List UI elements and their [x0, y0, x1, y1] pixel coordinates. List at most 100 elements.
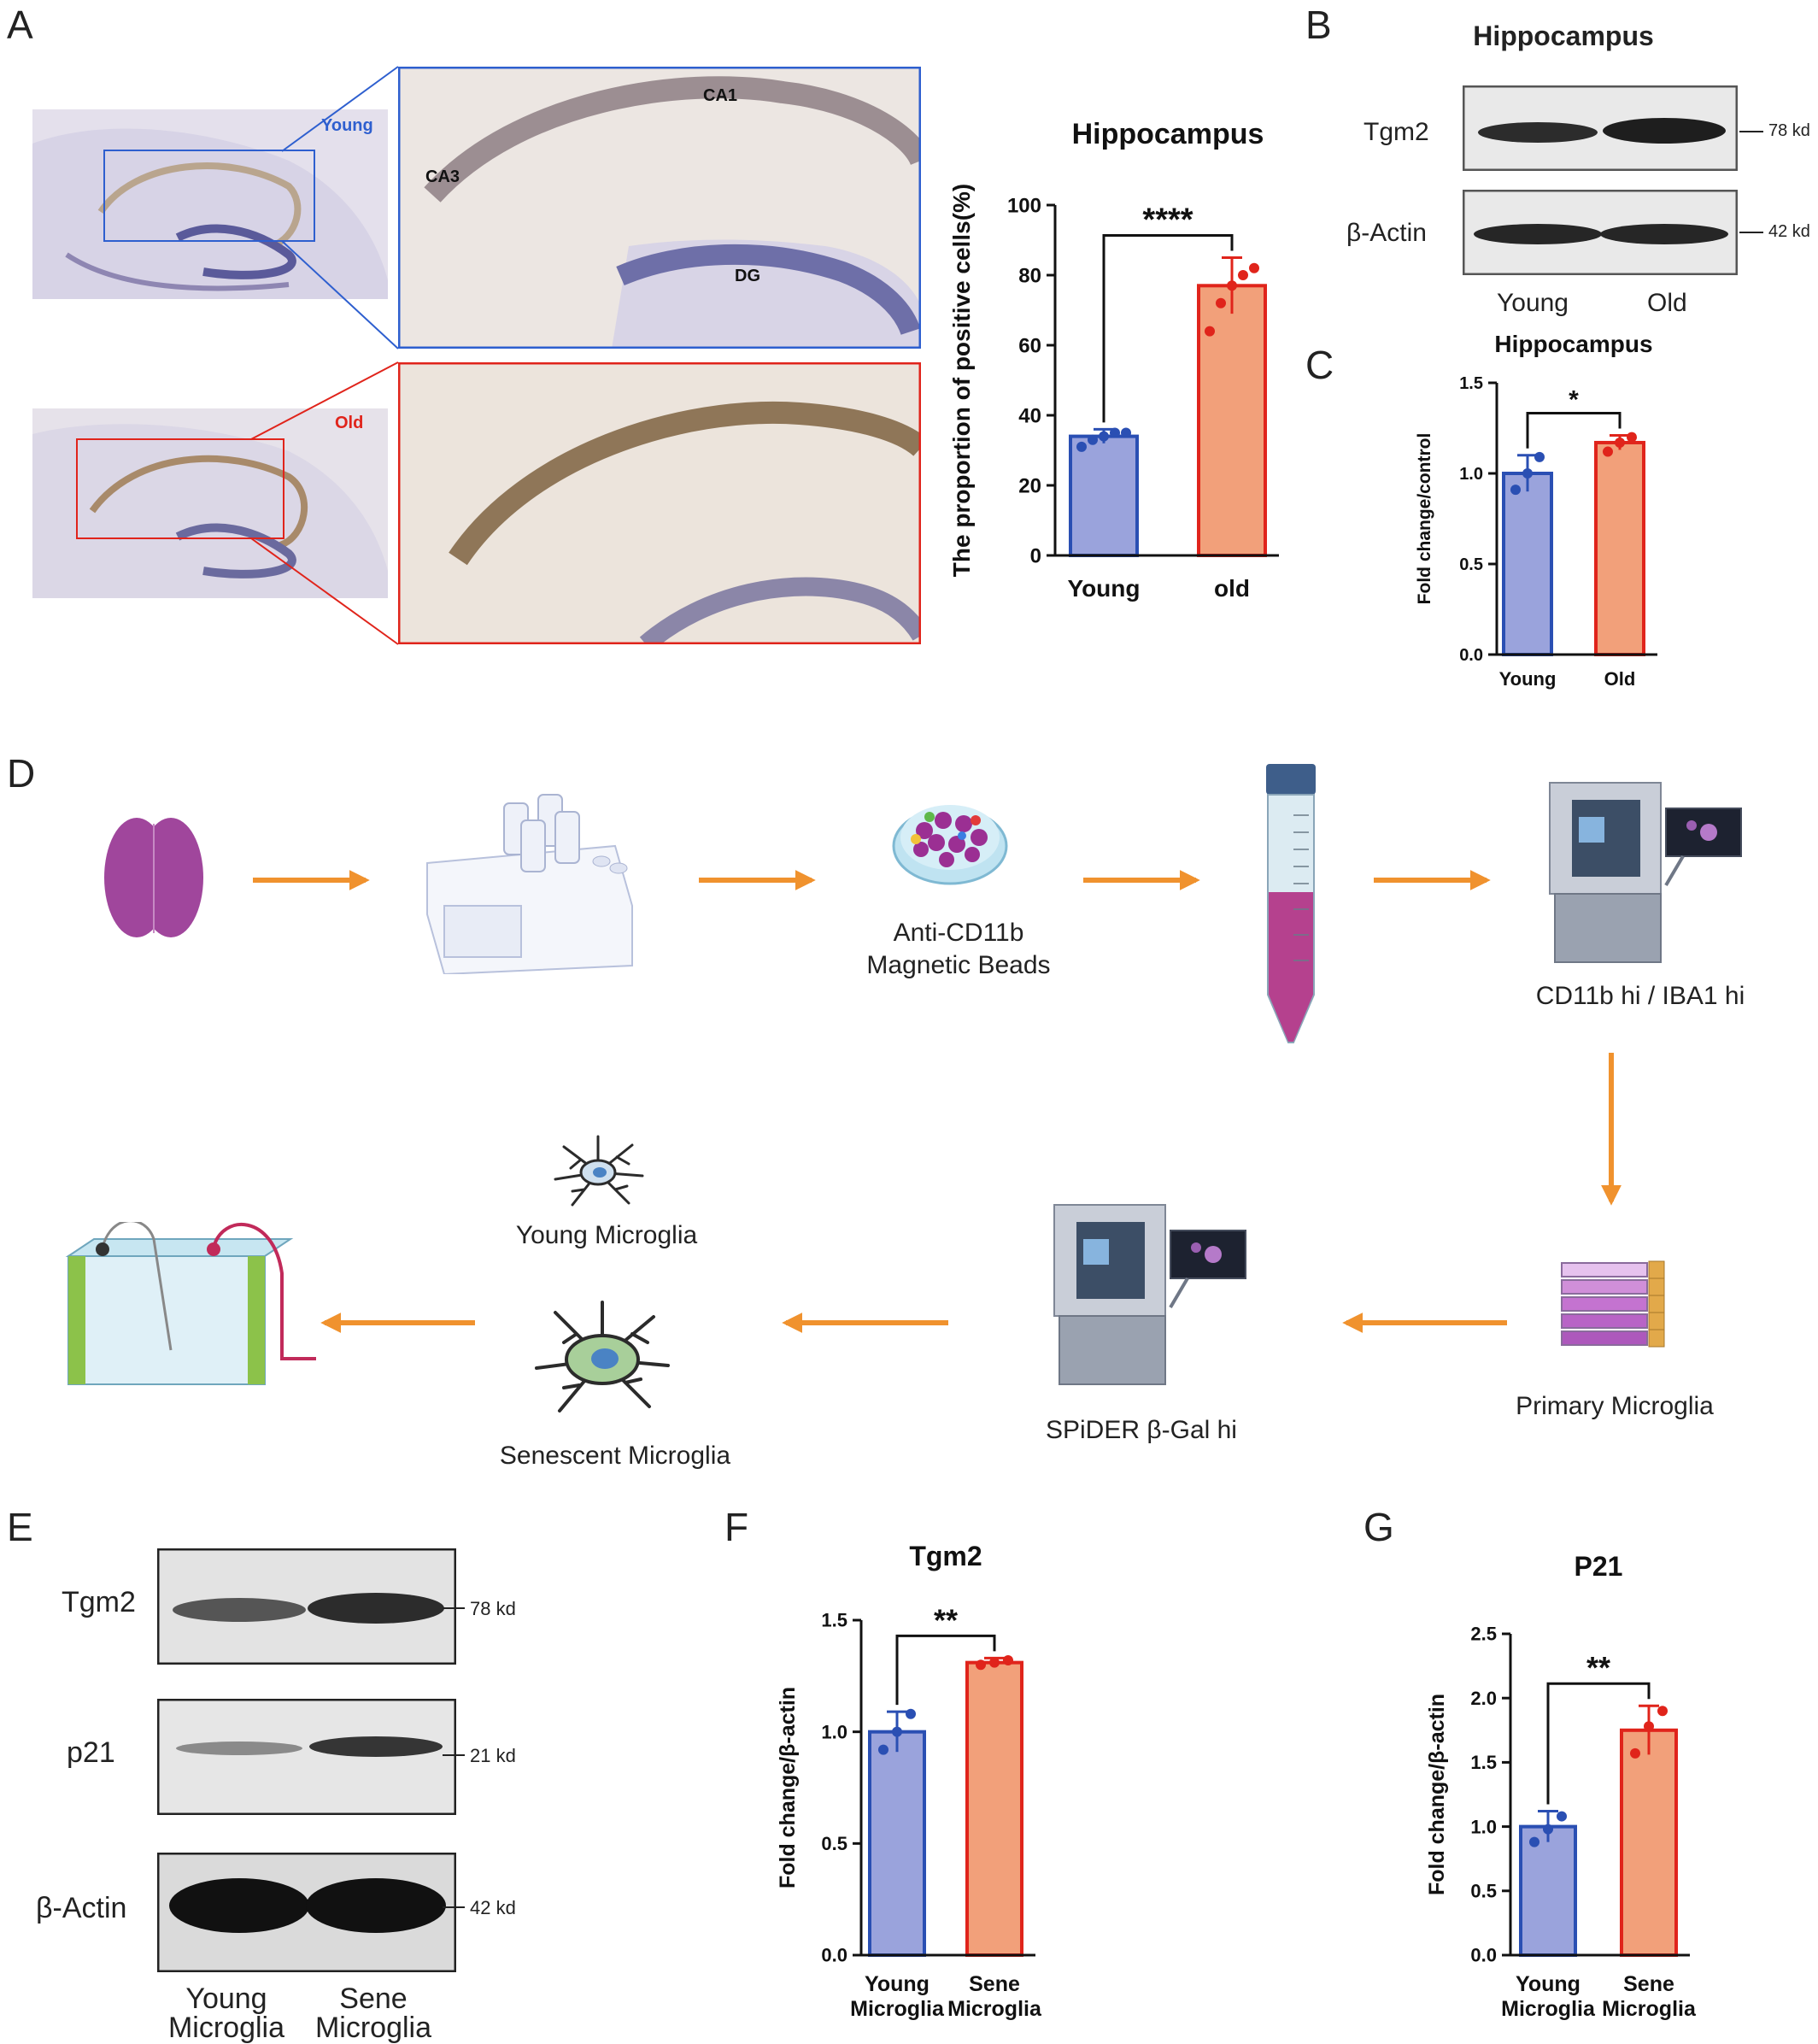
chart-c-bar — [1594, 440, 1645, 656]
chart-c-point — [1534, 451, 1545, 462]
chart-a-point — [1205, 326, 1215, 337]
cell-sorter-icon-2 — [1042, 1196, 1256, 1393]
panel-letter-e: E — [7, 1505, 33, 1549]
chart-c-y-tick-label: 1.5 — [1459, 374, 1483, 393]
beads-caption-1: Anti-CD11b — [893, 919, 1024, 947]
chart-f-point — [892, 1726, 902, 1737]
dg-label: DG — [735, 267, 760, 285]
ca1-label: CA1 — [703, 86, 738, 105]
chart-a-y-tick-label: 100 — [1007, 194, 1041, 217]
chart-g-point — [1543, 1824, 1553, 1835]
chart-a-y-tick-label: 20 — [1018, 474, 1041, 497]
chart-g-y-tick-label: 0.0 — [1470, 1945, 1497, 1966]
blot-e-tgm2 — [157, 1548, 456, 1665]
chart-a-point — [1088, 434, 1098, 445]
cell-sorter-icon-1 — [1538, 774, 1751, 971]
centrifuge-tube-icon — [1259, 764, 1322, 1046]
chart-g-y-label: Fold change/β-actin — [1425, 1694, 1449, 1895]
chart-f-significance: ** — [934, 1602, 958, 1637]
sorter2-caption: SPiDER β-Gal hi — [1046, 1416, 1237, 1444]
chart-f-point — [989, 1657, 1000, 1668]
chart-a-point — [1249, 262, 1259, 273]
young-overview-image — [32, 109, 388, 299]
blot-e-size-actin: 42 kd — [470, 1897, 516, 1918]
chart-f-point — [878, 1744, 888, 1755]
chart-a-point — [1110, 427, 1120, 438]
young-microglia-caption: Young Microglia — [515, 1221, 698, 1249]
chart-g-point — [1557, 1811, 1567, 1822]
chart-a-bar — [1197, 284, 1267, 558]
chart-a-y-tick-label: 0 — [1030, 544, 1041, 567]
chart-g-sig-bracket — [1546, 1682, 1651, 1805]
chart-a-y-tick-label: 40 — [1018, 404, 1041, 427]
chart-f-y-tick-label: 1.0 — [821, 1721, 847, 1742]
chart-f-point — [906, 1708, 916, 1719]
chart-c-y-tick-label: 0.5 — [1459, 555, 1483, 574]
old-overview-image — [32, 408, 388, 598]
chart-g-title: P21 — [1575, 1551, 1623, 1582]
beads-caption-2: Magnetic Beads — [866, 951, 1051, 979]
chart-c-point — [1603, 446, 1613, 457]
chart-f-y-label: Fold change/β-actin — [776, 1687, 800, 1888]
blot-b-lane-young: Young — [1497, 289, 1569, 317]
blot-e-lane-young-line2: Microglia — [167, 2012, 285, 2044]
chart-g-y-tick-label: 1.0 — [1470, 1816, 1497, 1837]
chart-f-bar — [965, 1660, 1023, 1958]
chart-a-x-label: Young — [1067, 575, 1140, 602]
chart-g-bar — [1519, 1824, 1577, 1957]
blot-e-lane-young-line1: Young — [185, 1982, 267, 2015]
chart-c-title: Hippocampus — [1494, 331, 1652, 357]
old-zoom-image — [398, 362, 921, 644]
chart-f-y-tick-label: 1.5 — [821, 1610, 847, 1631]
magnetic-beads-icon — [890, 786, 1010, 889]
chart-c-sig-bracket — [1526, 411, 1622, 449]
dissociator-icon — [419, 786, 641, 974]
chart-a-y-tick-label: 80 — [1018, 264, 1041, 287]
blot-e-p21 — [157, 1699, 456, 1815]
chart-g-y-tick-label: 2.5 — [1470, 1624, 1497, 1645]
blot-e-actin — [157, 1853, 456, 1972]
panel-letter-c: C — [1305, 343, 1334, 387]
chart-g-x-label: Young — [1516, 1972, 1580, 1996]
blot-e-lane-sene-line1: Sene — [339, 1982, 408, 2015]
chart-a-point — [1099, 431, 1109, 442]
chart-f-y-tick-label: 0.5 — [821, 1833, 847, 1854]
blot-b-size-ticks — [1739, 131, 1763, 233]
chart-f-x-label: Young — [865, 1972, 930, 1996]
chart-g-point — [1657, 1706, 1668, 1717]
chart-g-x-label: Microglia — [1501, 1997, 1596, 2021]
chart-c-x-label: Young — [1499, 668, 1557, 690]
chart-a-point — [1216, 297, 1226, 308]
chart-a-point — [1227, 280, 1237, 291]
culture-flasks-icon — [1555, 1260, 1674, 1352]
chart-g-significance: ** — [1586, 1650, 1610, 1685]
chart-g-y-tick-label: 0.5 — [1470, 1881, 1497, 1902]
young-label: Young — [321, 116, 373, 135]
chart-c-point — [1510, 485, 1521, 496]
chart-f-x-label: Sene — [969, 1972, 1020, 1996]
chart-c-y-tick-label: 0.0 — [1459, 646, 1483, 665]
chart-g-x-label: Microglia — [1602, 1997, 1697, 2021]
blot-b-lane-old: Old — [1647, 289, 1687, 317]
panel-letter-b: B — [1305, 3, 1332, 47]
chart-a-y-tick-label: 60 — [1018, 334, 1041, 357]
blot-b-label-tgm2: Tgm2 — [1364, 118, 1429, 146]
blot-e-lane-young: Young Microglia — [154, 1984, 299, 2042]
chart-a-bar — [1069, 434, 1139, 557]
sorter1-caption: CD11b hi / IBA1 hi — [1535, 982, 1745, 1010]
senescent-microglia-caption: Senescent Microglia — [499, 1442, 731, 1470]
young-microglia-icon — [547, 1130, 649, 1215]
blot-b-title: Hippocampus — [1473, 21, 1654, 51]
panel-letter-f: F — [724, 1505, 749, 1549]
chart-f-sig-bracket — [895, 1634, 996, 1706]
chart-a-title: Hippocampus — [1072, 118, 1264, 150]
chart-f-x-label: Microglia — [850, 1997, 945, 2021]
chart-f-point — [976, 1659, 986, 1671]
blot-e-lane-sene-line2: Microglia — [314, 2012, 432, 2044]
blot-e-label-tgm2: Tgm2 — [62, 1586, 136, 1618]
blot-e-label-p21: p21 — [67, 1736, 115, 1769]
senescent-microglia-icon — [530, 1295, 675, 1424]
